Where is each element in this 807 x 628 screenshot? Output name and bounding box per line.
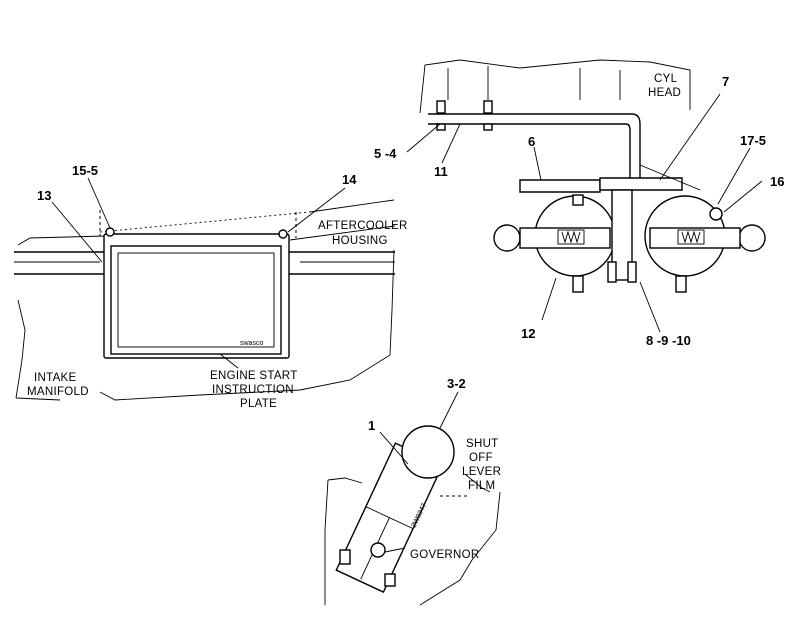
shutoff-label-4: FILM xyxy=(468,480,495,492)
callout-14: 14 xyxy=(342,172,357,187)
intake-label-2: MANIFOLD xyxy=(27,386,89,398)
engine-plate-label-3: PLATE xyxy=(240,398,277,410)
engine-start-plate xyxy=(110,245,282,355)
shutoff-lever-assembly: 2W0347 xyxy=(324,425,501,606)
aftercooler-label-1: AFTERCOOLER xyxy=(318,220,408,232)
shutoff-label-2: OFF xyxy=(469,452,493,464)
intake-label-1: INTAKE xyxy=(34,372,77,384)
engine-plate-label-2: INSTRUCTION xyxy=(212,384,294,396)
callout-11: 11 xyxy=(434,164,448,179)
callout-12: 12 xyxy=(521,326,535,341)
cyl-head-label-1: CYL xyxy=(654,73,678,85)
shutoff-label-3: LEVER xyxy=(462,466,501,478)
callout-6: 6 xyxy=(528,134,535,149)
callout-16: 16 xyxy=(770,174,784,189)
plate-brand-text: swasco xyxy=(240,340,263,347)
callout-13: 13 xyxy=(37,188,51,203)
instruction-plate-assembly: swasco xyxy=(14,199,396,401)
callout-1: 1 xyxy=(368,418,375,433)
governor-label: GOVERNOR xyxy=(410,549,480,561)
callout-8-9-10: 8 -9 -10 xyxy=(646,333,691,348)
aftercooler-label-2: HOUSING xyxy=(332,235,388,247)
callout-5-4: 5 -4 xyxy=(374,146,397,161)
callout-15-5: 15-5 xyxy=(72,163,98,178)
cylinder-head-assembly xyxy=(419,59,766,293)
engine-plate-label-1: ENGINE START xyxy=(210,370,298,382)
callout-3-2: 3-2 xyxy=(447,376,466,391)
callout-7: 7 xyxy=(722,74,729,89)
cyl-head-label-2: HEAD xyxy=(648,87,681,99)
shutoff-label-1: SHUT xyxy=(466,438,499,450)
callout-17-5: 17-5 xyxy=(740,133,766,148)
